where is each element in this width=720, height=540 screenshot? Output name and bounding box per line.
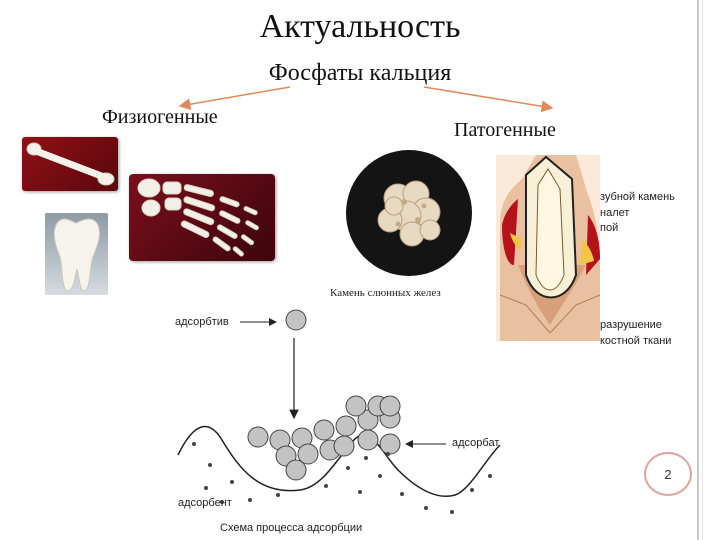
label-bone-loss-1: разрушение — [600, 319, 662, 331]
slide-subtitle: Фосфаты кальция — [268, 60, 452, 86]
label-adsorptive: адсорбтив — [175, 316, 229, 328]
adsorption-diagram — [177, 309, 501, 514]
diagram-caption: Схема процесса адсорбции — [220, 522, 363, 534]
adsorbent-surface — [177, 425, 501, 497]
adsorbate-molecules — [247, 309, 401, 481]
stone-caption: Камень слюнных желез — [330, 287, 441, 299]
dental-calculus-diagram-icon — [496, 155, 600, 341]
tooth-icon — [45, 213, 108, 295]
label-bone-loss-2: костной ткани — [600, 335, 672, 347]
label-adsorbate: адсорбат — [452, 437, 500, 449]
label-plaque: налет — [600, 207, 630, 219]
label-adsorbent: адсорбент — [178, 497, 232, 509]
bone-icon — [22, 137, 118, 191]
right-rule-thin — [702, 0, 703, 540]
label-calculus: зубной камень — [600, 191, 675, 203]
right-rule — [697, 0, 699, 540]
arrow-right — [423, 86, 554, 113]
adsorbent-dots — [192, 442, 492, 514]
label-layer: пой — [600, 222, 619, 234]
category-physiogenic: Физиогенные — [102, 106, 218, 128]
page-number-badge: 2 — [644, 452, 692, 496]
category-pathogenic: Патогенные — [454, 119, 556, 141]
foot-skeleton-icon — [129, 174, 275, 261]
salivary-stone-icon — [346, 150, 472, 276]
slide-title: Актуальность — [259, 8, 461, 45]
arrow-left — [178, 86, 291, 111]
